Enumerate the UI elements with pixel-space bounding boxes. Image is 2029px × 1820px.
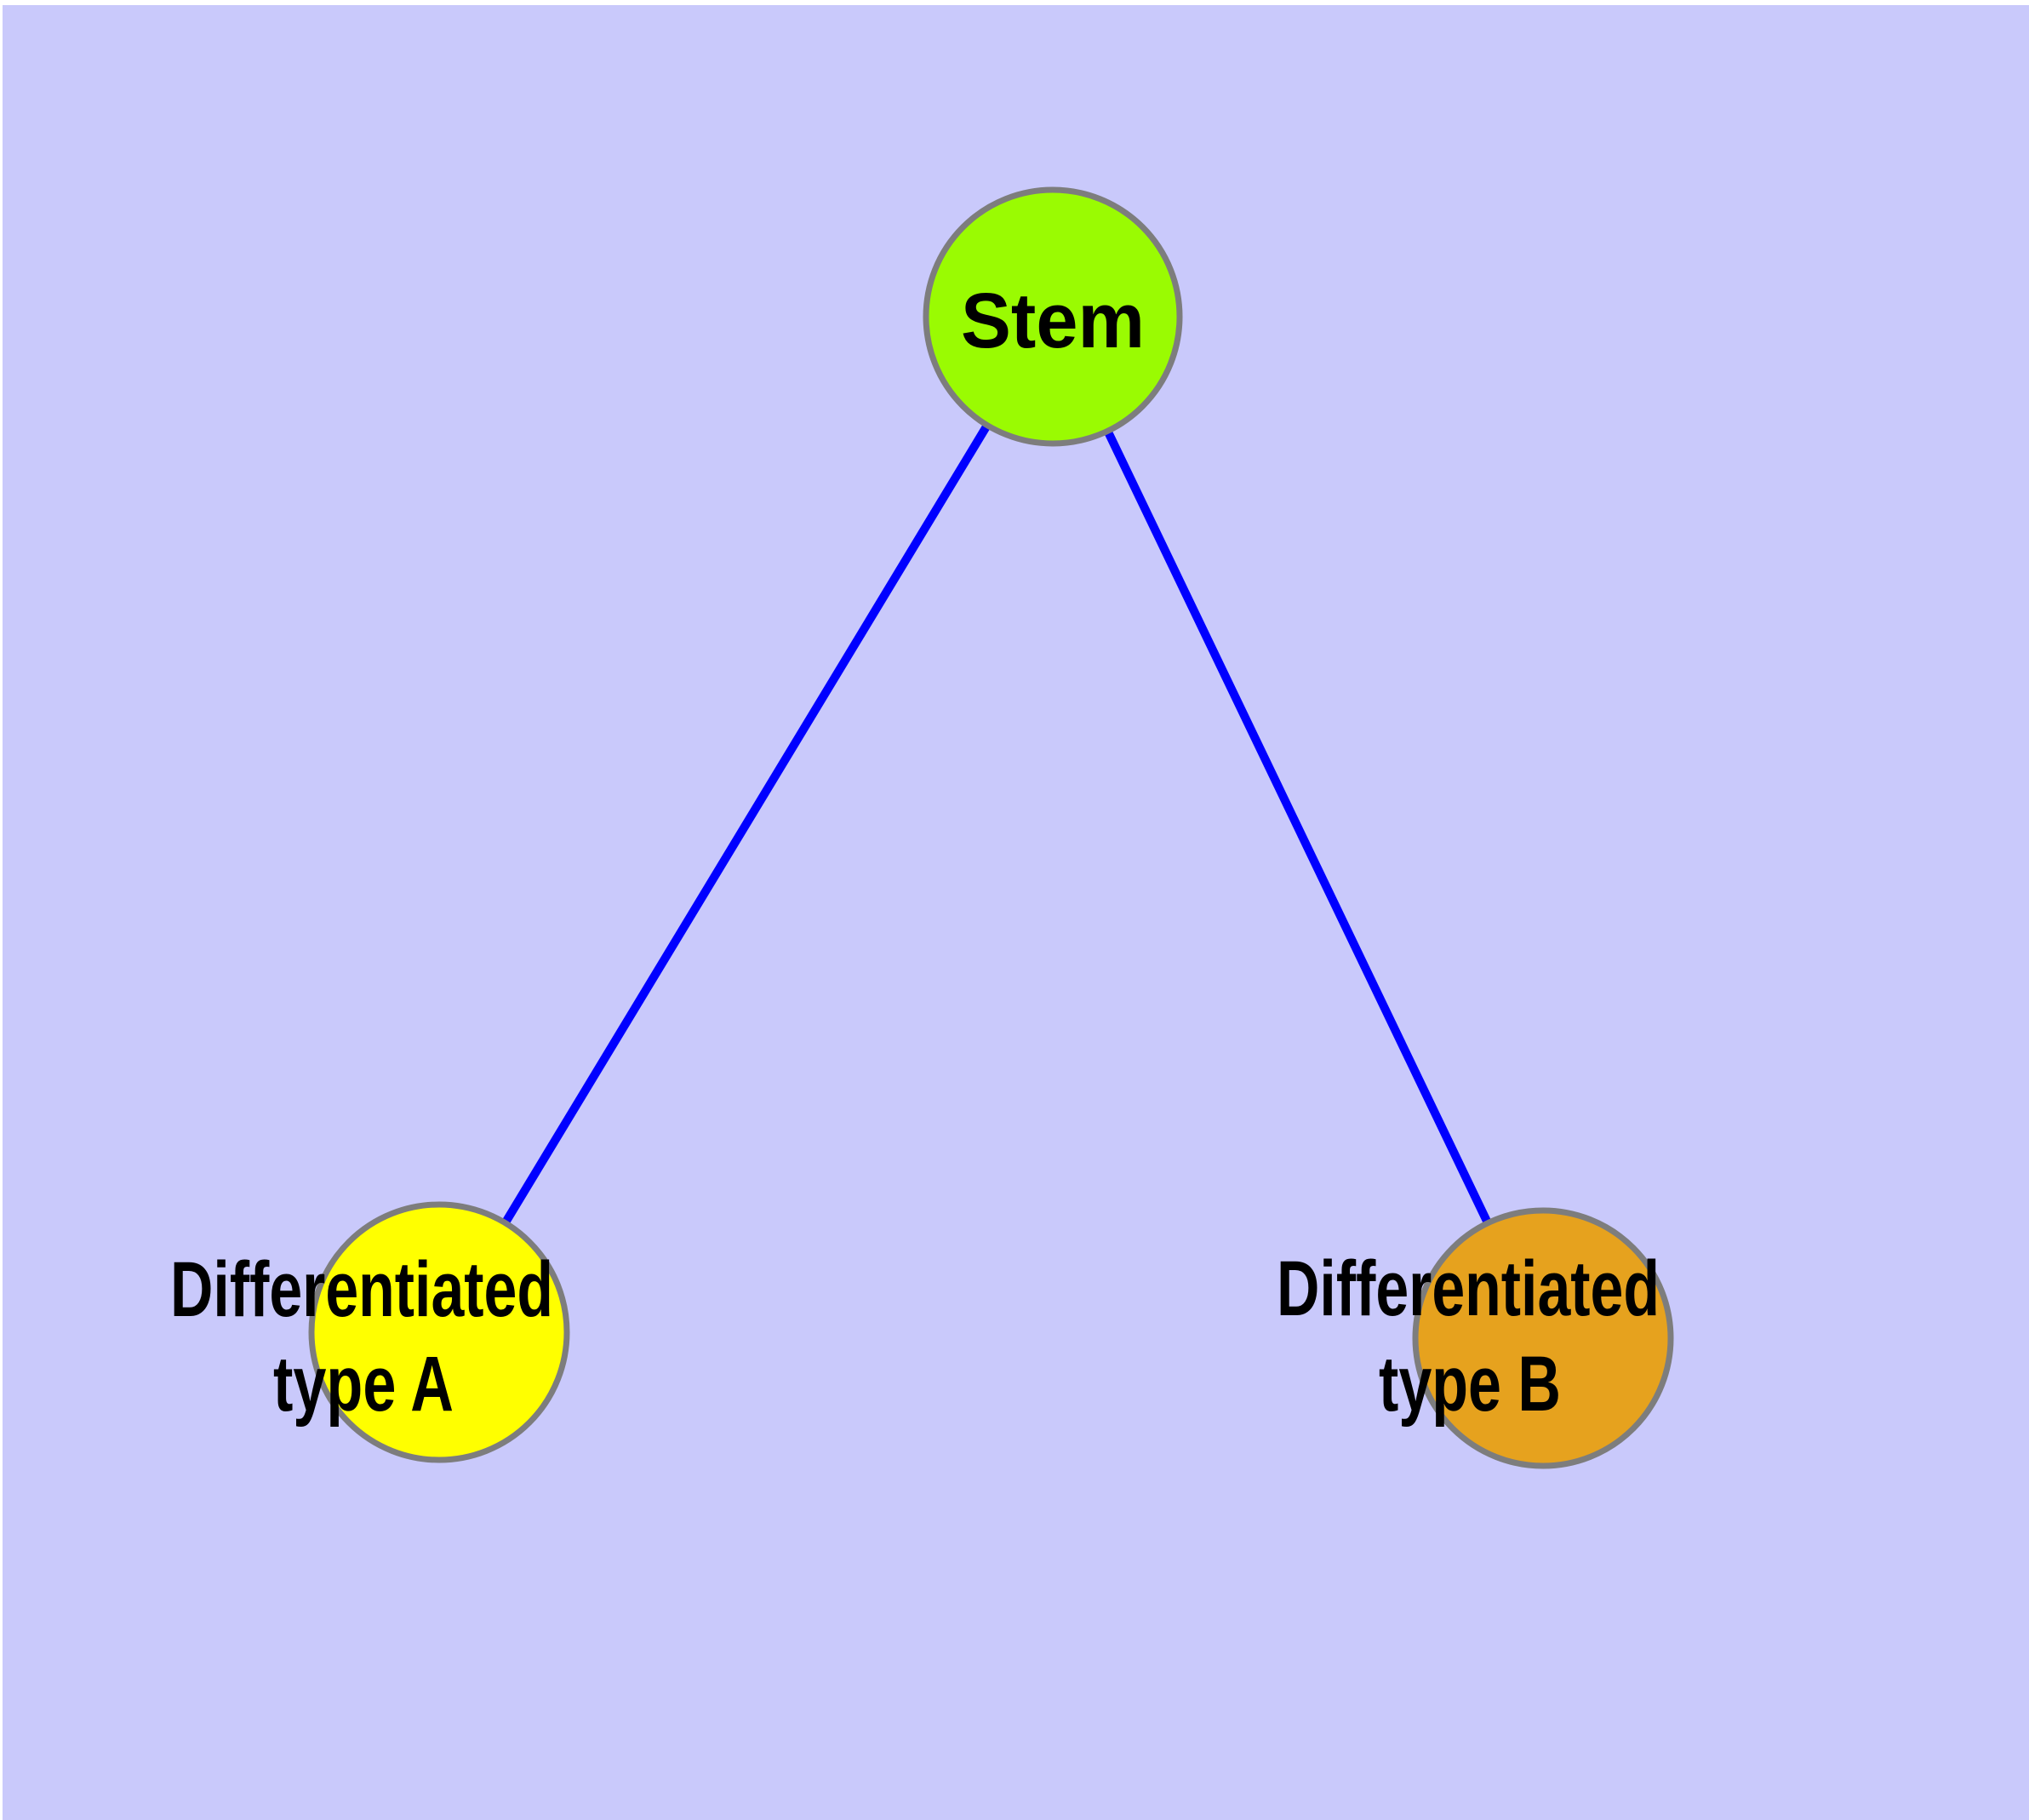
node-stem — [923, 186, 1183, 447]
node-label-type-a-line1: Differentiated — [170, 1246, 553, 1333]
node-differentiated-type-b — [1412, 1207, 1674, 1469]
node-label-type-b-line2: type B — [1379, 1341, 1561, 1428]
node-differentiated-type-a — [308, 1201, 570, 1463]
node-label-type-b-line1: Differentiated — [1277, 1245, 1660, 1332]
edge-stem-to-type-a — [435, 314, 1057, 1335]
edge-stem-to-type-b — [1049, 314, 1547, 1341]
node-label-stem: Stem — [961, 278, 1145, 364]
node-label-type-a-line2: type A — [273, 1341, 454, 1428]
